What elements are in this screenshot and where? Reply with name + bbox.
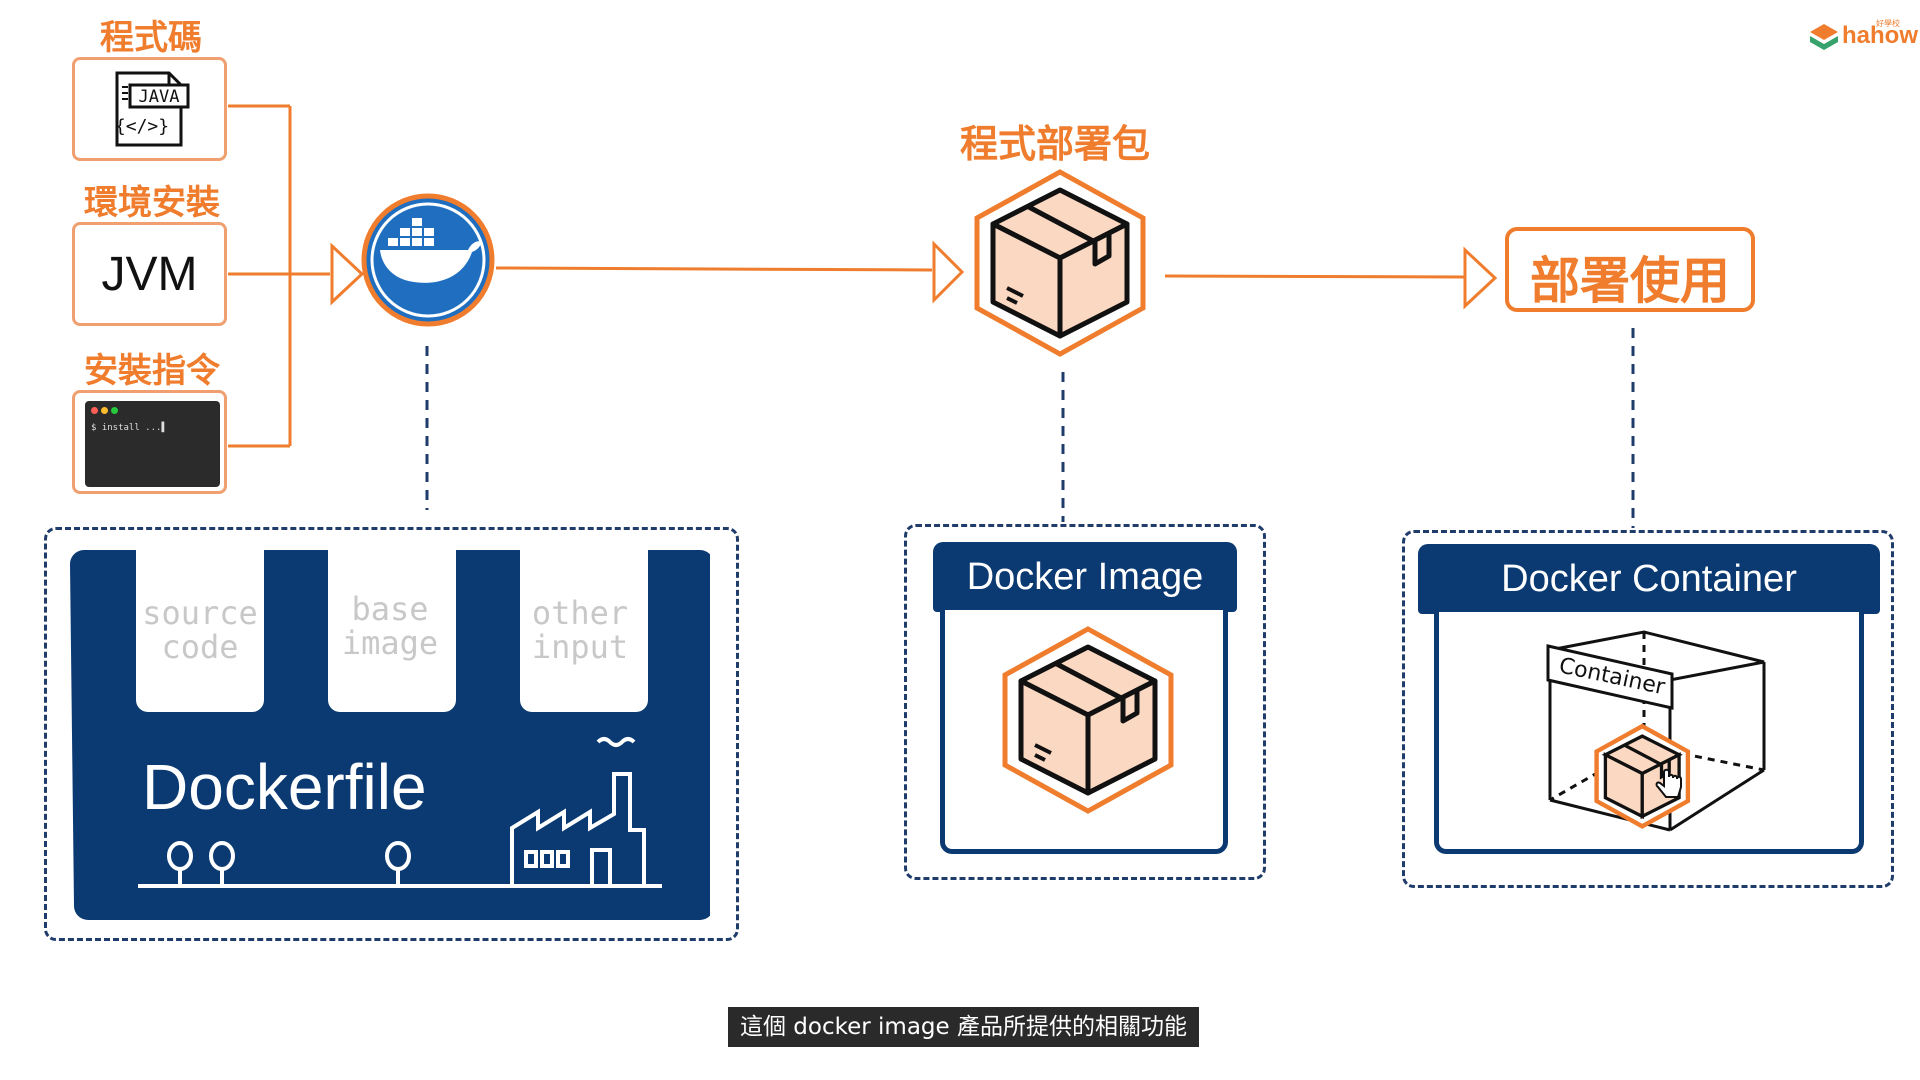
label-package: 程式部署包 [960,122,1151,166]
jvm-text: JVM [101,248,198,301]
terminal-window: $ install ...▌ [85,401,220,487]
logo-small-text: 好學校 [1876,19,1900,28]
slot-source-code: source code [142,594,258,666]
terminal-command: $ install ...▌ [91,423,167,433]
docker-container-header: Docker Container [1418,544,1880,614]
code-tag: {</>} [115,116,169,137]
docker-image-header: Docker Image [933,542,1237,612]
slot-other-input: other input [531,594,629,666]
image-dashed-frame [904,524,1266,880]
terminal-box: $ install ...▌ [72,390,227,494]
package-box-icon [974,169,1146,357]
deploy-box: 部署使用 [1505,227,1755,312]
java-file-icon: JAVA {</>} [115,71,190,147]
image-package-box-icon [1002,626,1174,814]
dockerfile-title: Dockerfile [142,751,427,823]
hahow-logo: hahow 好學校 [1808,18,1918,54]
dockerfile-panel [70,550,710,920]
code-box: JAVA {</>} [72,57,227,161]
slot-base-image: base image [341,590,439,662]
factory-icon [510,737,646,888]
jvm-box: JVM [72,222,227,326]
label-install-cmd: 安裝指令 [84,351,220,391]
label-env-install: 環境安裝 [84,183,220,223]
dockerfile-dashed-frame [44,527,739,941]
docker-whale-icon [361,193,495,327]
hand-cursor-icon [1655,768,1682,798]
video-subtitle: 這個 docker image 產品所提供的相關功能 [728,1007,1199,1047]
label-code: 程式碼 [100,18,202,58]
java-label: JAVA [139,87,180,107]
container-cube-icon: Container [1546,630,1766,832]
logo-text: hahow [1842,22,1918,49]
container-dashed-frame [1402,530,1894,888]
deploy-label: 部署使用 [1530,252,1730,310]
